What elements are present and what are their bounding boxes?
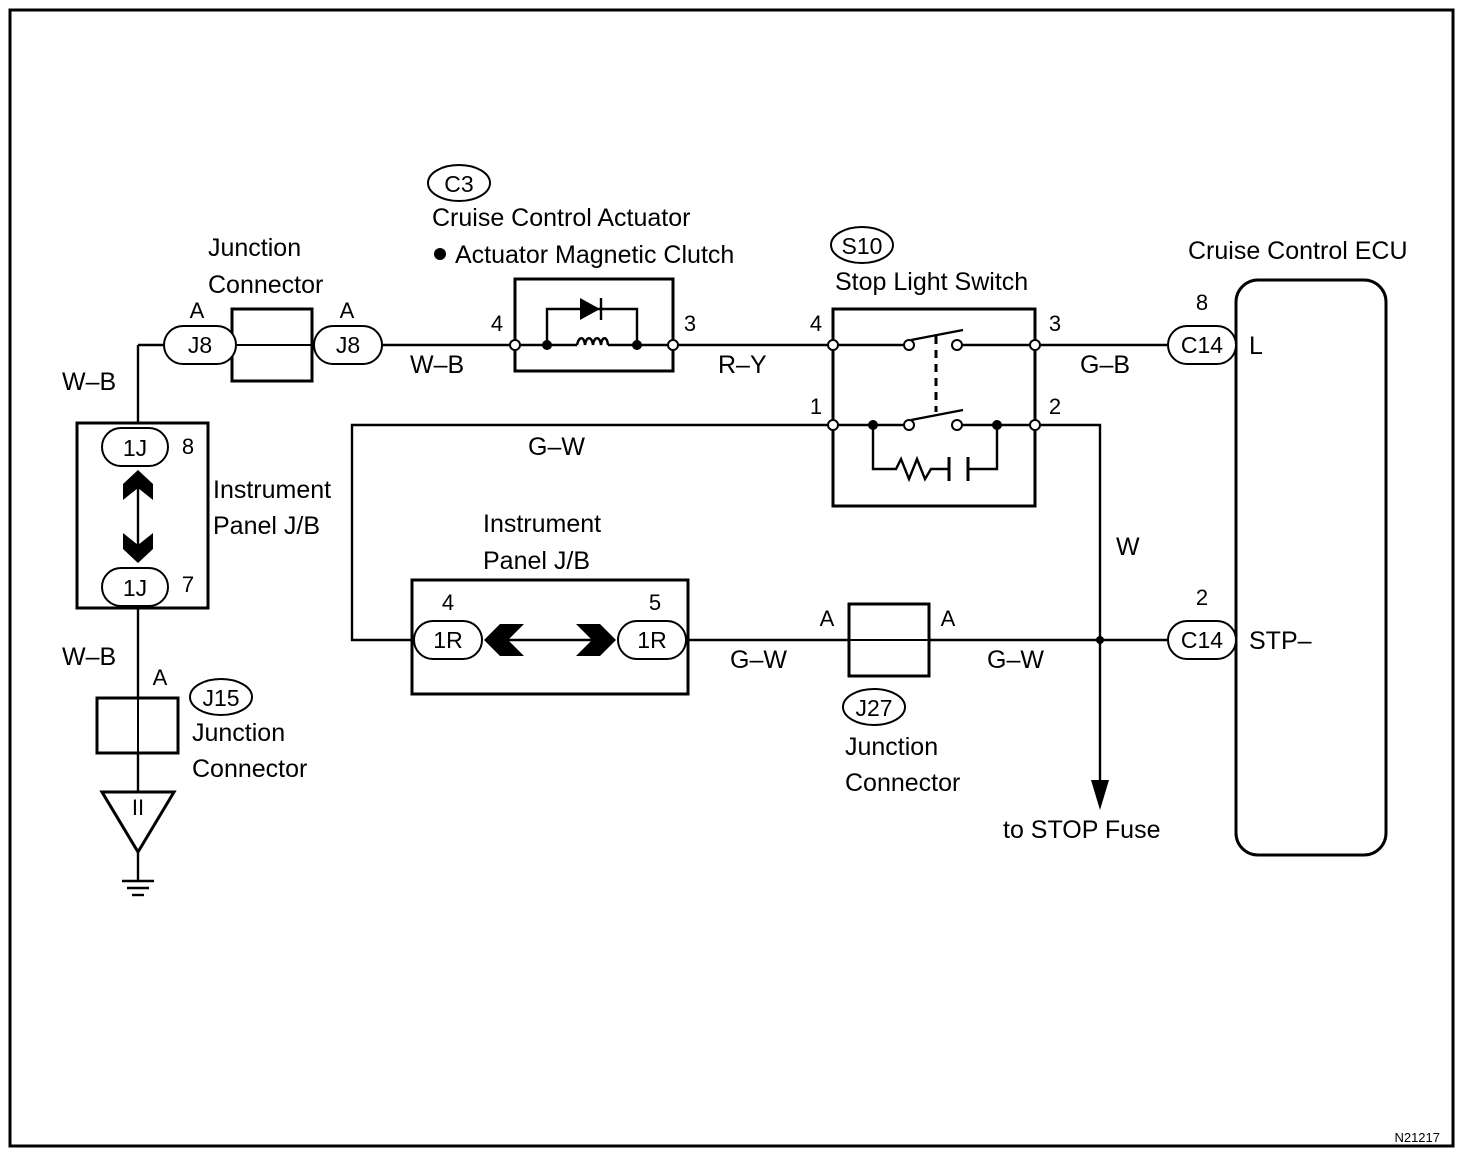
s10-pin-2: 2: [1049, 394, 1061, 419]
cruise-control-ecu: Cruise Control ECU C14 8 L C14 2 STP–: [1167, 237, 1408, 857]
c3-pin-in: 4: [491, 311, 503, 336]
wire-label-gw-top: G–W: [528, 433, 585, 461]
wire-label-wb-bottom: W–B: [62, 643, 116, 671]
connector-c14-stp-code: C14: [1181, 627, 1223, 653]
ecu-pin-stp-label: STP–: [1249, 627, 1312, 655]
junction-connector-j15: A J15 Junction Connector: [95, 665, 307, 783]
jb1-pin-top: 8: [182, 434, 194, 459]
wire-label-gb: G–B: [1080, 351, 1130, 379]
jb2-label-line1: Instrument: [483, 510, 601, 538]
ground-point-mark: II: [132, 795, 144, 820]
connector-1j-top-code: 1J: [123, 435, 147, 461]
connector-1r-left: [413, 620, 483, 660]
figure-code: N21217: [1394, 1130, 1440, 1145]
coil-icon: [575, 337, 610, 346]
ecu-title: Cruise Control ECU: [1188, 237, 1408, 265]
stop-light-switch: S10 Stop Light Switch 4 3 1 2: [810, 226, 1061, 508]
jb1-pin-bottom: 7: [182, 572, 194, 597]
connector-c14-l-code: C14: [1181, 332, 1223, 358]
ground-point-triangle: [99, 790, 177, 855]
j8-label-line1: Junction: [208, 234, 301, 262]
diagram-frame: [8, 8, 1455, 1148]
junction-connector-j27: A A J27 Junction Connector: [820, 602, 960, 797]
j8-label-line2: Connector: [208, 271, 323, 299]
connector-j8-right-code: J8: [336, 332, 360, 358]
s10-title: Stop Light Switch: [835, 268, 1028, 296]
j27-right-side-label: A: [941, 606, 956, 631]
connector-1j-top: [101, 427, 169, 467]
j8-right-side-label: A: [340, 298, 355, 323]
internal-link-left-icon: [484, 624, 524, 656]
internal-link-down-icon: [123, 533, 153, 563]
ecu-pin-l-number: 8: [1196, 290, 1208, 315]
cruise-control-actuator: C3 Cruise Control Actuator Actuator Magn…: [427, 164, 734, 373]
j15-label-line1: Junction: [192, 719, 285, 747]
s10-code-oval: [830, 226, 894, 264]
c3-pin-out: 3: [684, 311, 696, 336]
instrument-panel-jb-1j: 1J 1J 8 7 Instrument Panel J/B: [75, 421, 331, 610]
wire-label-gw-right: G–W: [987, 646, 1044, 674]
j15-label-line2: Connector: [192, 755, 307, 783]
connector-1r-left-code: 1R: [433, 627, 462, 653]
bullet-icon: [434, 248, 446, 260]
wire-label-w: W: [1116, 533, 1140, 561]
internal-link-right-icon: [576, 624, 616, 656]
resistor-icon: [871, 425, 948, 483]
c3-code-oval: [427, 164, 491, 202]
ecu-pin-stp-number: 2: [1196, 585, 1208, 610]
c3-title: Cruise Control Actuator: [432, 204, 690, 232]
switch-contact-lower: [910, 408, 964, 422]
wires: [136, 343, 1168, 810]
connector-c14-l: [1167, 325, 1237, 365]
wire-label-ry: R–Y: [718, 351, 767, 379]
internal-link-up-icon: [123, 470, 153, 500]
connector-1j-bottom: [101, 567, 169, 607]
switch-contact-upper: [910, 328, 964, 342]
instrument-panel-jb-1r: Instrument Panel J/B 1R 1R 4 5: [410, 510, 690, 696]
j27-label-line1: Junction: [845, 733, 938, 761]
jb2-label-line2: Panel J/B: [483, 547, 590, 575]
j27-label-line2: Connector: [845, 769, 960, 797]
arrow-down-icon: [1091, 780, 1109, 810]
connector-1j-bottom-code: 1J: [123, 575, 147, 601]
wire-color-labels: W–B W–B W–B R–Y G–B G–W G–W G–W W: [62, 351, 1140, 674]
j15-code: J15: [202, 685, 239, 711]
connector-c14-stp: [1167, 620, 1237, 660]
jb1-label-line1: Instrument: [213, 476, 331, 504]
stop-fuse-destination: to STOP Fuse: [1003, 816, 1160, 844]
connector-1r-right-code: 1R: [637, 627, 666, 653]
s10-pin-3: 3: [1049, 311, 1061, 336]
jb2-pin-left: 4: [442, 590, 454, 615]
diode-icon: [580, 298, 600, 320]
connector-j8-left: [163, 325, 237, 365]
connector-j8-left-code: J8: [188, 332, 212, 358]
c3-code: C3: [444, 171, 473, 197]
connector-j8-right: [313, 325, 383, 365]
junction-connector-j8: J8 J8 A A Junction Connector: [163, 234, 383, 383]
wire-label-gw-mid: G–W: [730, 646, 787, 674]
connector-1r-right: [617, 620, 687, 660]
wire-label-wb-top: W–B: [62, 368, 116, 396]
j15-code-oval: [189, 678, 253, 716]
s10-pin-1: 1: [810, 394, 822, 419]
jb2-pin-right: 5: [649, 590, 661, 615]
wire-label-wb-mid: W–B: [410, 351, 464, 379]
c3-subtitle: Actuator Magnetic Clutch: [455, 241, 734, 269]
j15-side-label: A: [153, 665, 168, 690]
s10-pin-4: 4: [810, 311, 822, 336]
s10-code: S10: [842, 233, 883, 259]
ecu-pin-l-label: L: [1249, 332, 1263, 360]
ground-symbol: II: [99, 790, 177, 897]
j27-left-side-label: A: [820, 606, 835, 631]
jb1-label-line2: Panel J/B: [213, 512, 320, 540]
j27-code: J27: [855, 695, 892, 721]
j27-code-oval: [842, 688, 906, 726]
j8-left-side-label: A: [190, 298, 205, 323]
